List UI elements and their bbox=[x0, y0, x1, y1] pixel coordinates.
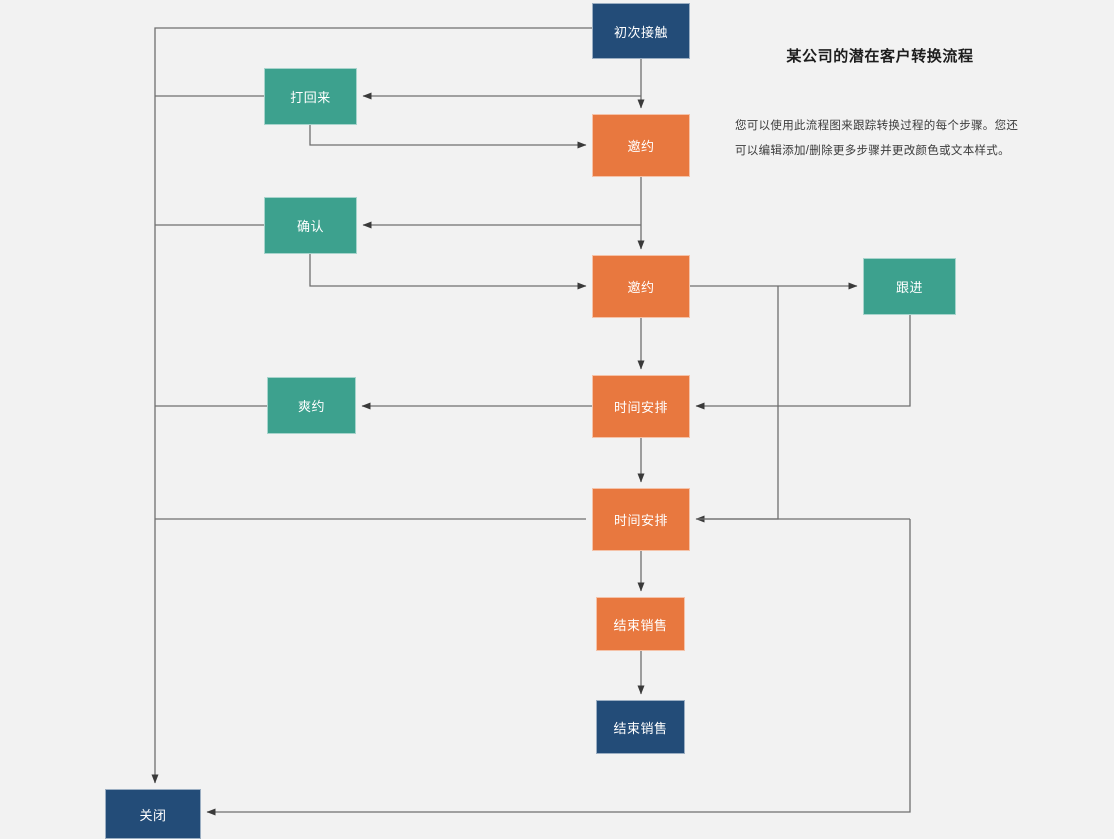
edge-call-back-to-invite-1 bbox=[309, 125, 587, 149]
edge-first-contact-to-left-rail bbox=[151, 27, 592, 784]
node-label: 时间安排 bbox=[613, 513, 668, 528]
description-panel: 某公司的潜在客户转换流程 您可以使用此流程图来跟踪转换过程的每个步骤。您还可以编… bbox=[735, 45, 1025, 165]
node-invite-2[interactable]: 邀约 bbox=[592, 255, 690, 318]
page-title: 某公司的潜在客户转换流程 bbox=[786, 48, 974, 65]
node-invite-1[interactable]: 邀约 bbox=[592, 114, 690, 177]
edge-follow-up-rail-to-sched-1 bbox=[695, 315, 911, 410]
node-label: 时间安排 bbox=[613, 400, 668, 415]
edge-follow-up-rail-to-closed bbox=[206, 519, 911, 816]
node-schedule-1[interactable]: 时间安排 bbox=[592, 375, 690, 438]
node-label: 确认 bbox=[296, 219, 324, 234]
node-schedule-2[interactable]: 时间安排 bbox=[592, 488, 690, 551]
node-label: 初次接触 bbox=[613, 24, 668, 40]
node-label: 结束销售 bbox=[613, 617, 668, 633]
node-label: 打回来 bbox=[290, 90, 331, 105]
node-label: 跟进 bbox=[895, 280, 923, 295]
node-closed[interactable]: 关闭 bbox=[105, 789, 201, 839]
node-label: 结束销售 bbox=[613, 720, 668, 736]
node-label: 爽约 bbox=[297, 399, 325, 414]
edge-confirm-to-invite-2 bbox=[309, 254, 587, 290]
node-confirm[interactable]: 确认 bbox=[264, 197, 357, 254]
node-close-sale-2[interactable]: 结束销售 bbox=[596, 700, 685, 754]
node-call-back[interactable]: 打回来 bbox=[264, 68, 357, 125]
node-first-contact[interactable]: 初次接触 bbox=[592, 3, 690, 59]
edge-invite-2-rail-to-sched-2 bbox=[695, 286, 779, 523]
node-label: 邀约 bbox=[627, 280, 655, 295]
node-label: 关闭 bbox=[139, 807, 167, 823]
node-follow-up[interactable]: 跟进 bbox=[863, 258, 956, 315]
node-no-show[interactable]: 爽约 bbox=[267, 377, 356, 434]
panel-description: 您可以使用此流程图来跟踪转换过程的每个步骤。您还可以编辑添加/删除更多步骤并更改… bbox=[735, 120, 1019, 158]
node-label: 邀约 bbox=[627, 139, 655, 154]
node-close-sale-1[interactable]: 结束销售 bbox=[596, 597, 685, 651]
